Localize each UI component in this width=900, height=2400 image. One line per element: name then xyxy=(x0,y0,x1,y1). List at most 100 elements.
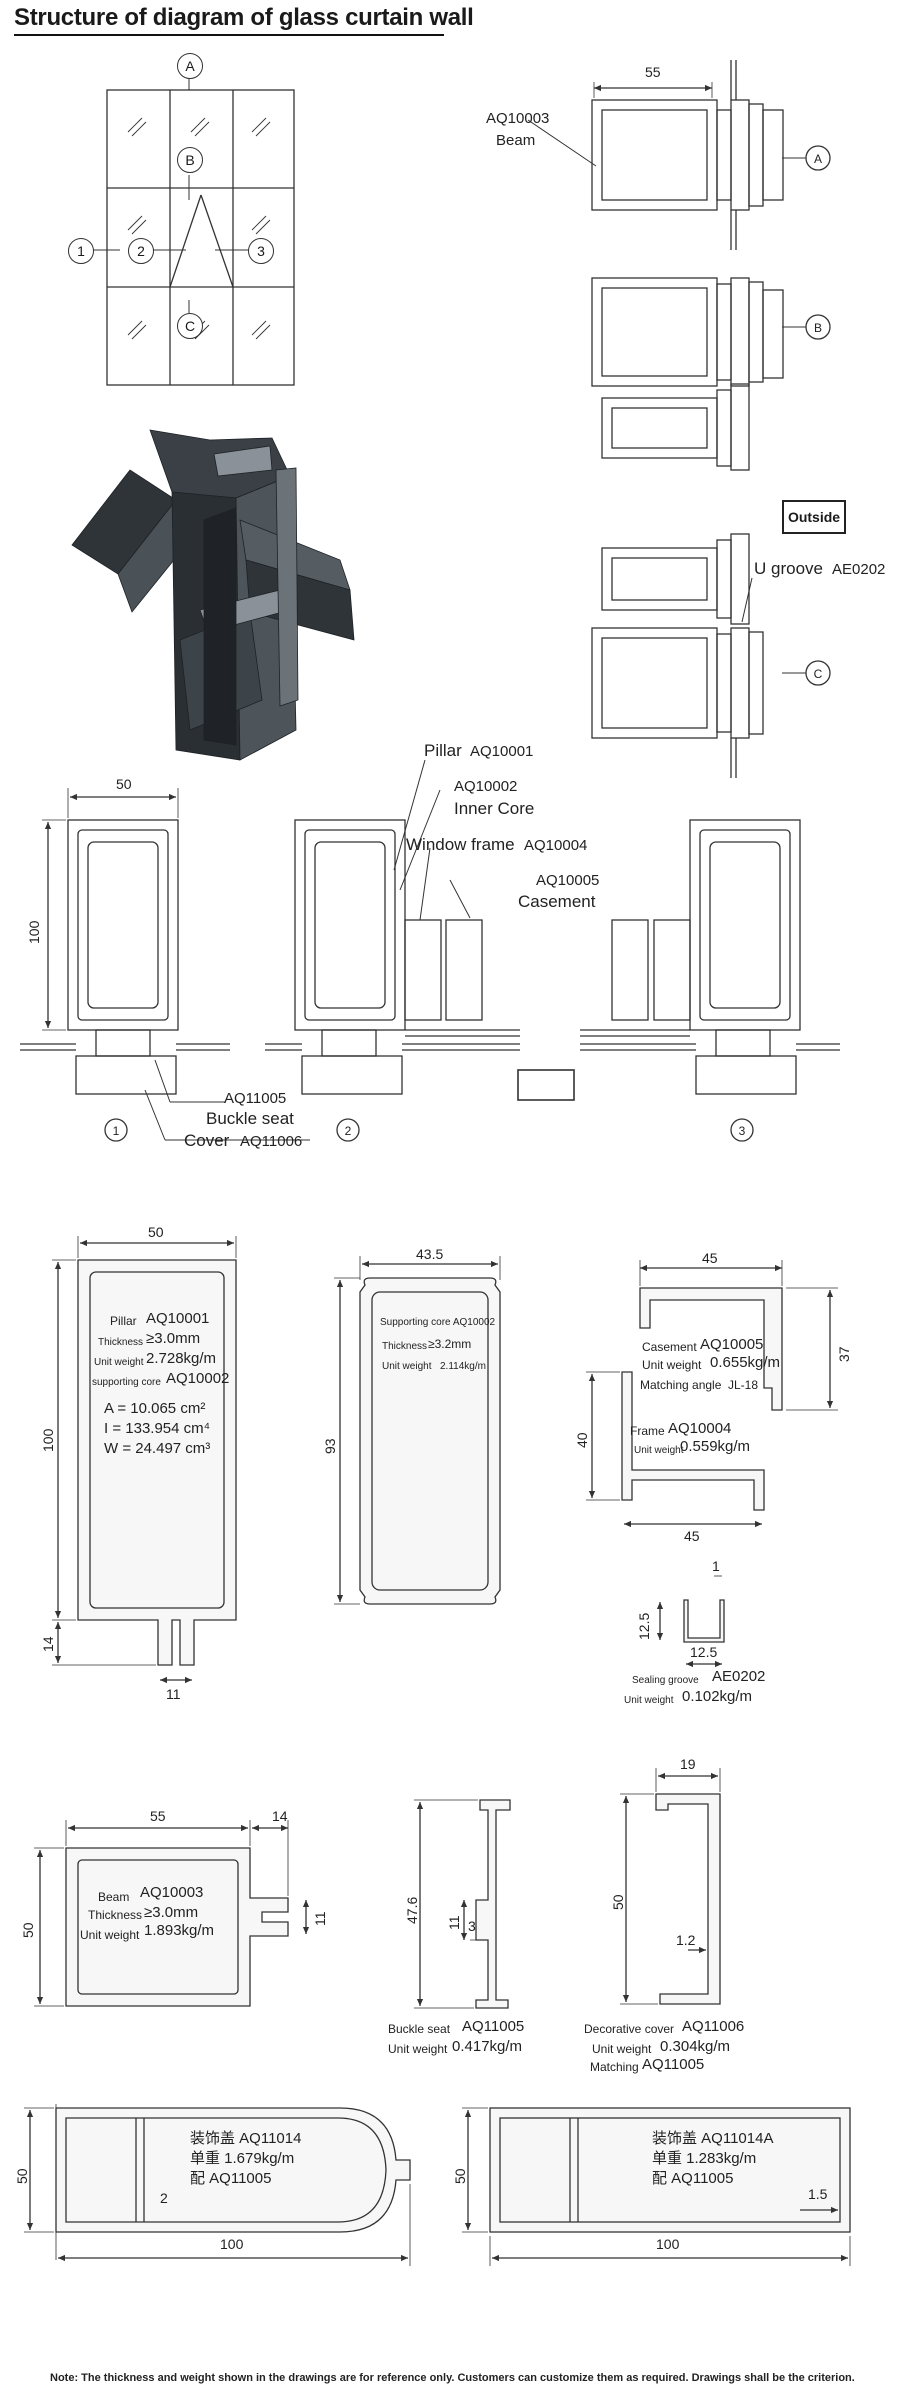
sealing-code: AE0202 xyxy=(712,1668,766,1685)
decorative-cover-profile xyxy=(620,1768,721,2005)
beam-profile-width-dim: 55 xyxy=(150,1808,166,1824)
title-underline xyxy=(14,34,444,36)
pillar-name-label: Pillar xyxy=(424,741,462,760)
inner-core-code-label: AQ10002 xyxy=(454,778,518,795)
pillar-code: AQ10001 xyxy=(146,1310,210,1327)
section-b xyxy=(591,277,831,471)
buckle-inner-dim: 11 xyxy=(446,1915,462,1930)
deco-code: AQ11006 xyxy=(682,2018,745,2035)
pillar-code-label: AQ10001 xyxy=(470,743,534,760)
elevation-grid xyxy=(93,68,295,386)
round-cover-match: 配 AQ11005 xyxy=(190,2170,272,2187)
pillar-tail-height-dim: 14 xyxy=(40,1636,56,1652)
flat-cover-width-dim: 100 xyxy=(656,2236,680,2252)
deco-matching-label: Matching xyxy=(590,2060,639,2074)
plan-height-dim: 100 xyxy=(26,920,42,944)
sealing-name: Sealing groove xyxy=(632,1675,699,1686)
beam-width-dim: 55 xyxy=(645,64,661,80)
round-cover-wall-dim: 2 xyxy=(160,2190,168,2206)
pillar-name: Pillar xyxy=(110,1314,137,1328)
core-weight-label: Unit weight xyxy=(382,1361,432,1372)
core-height-dim: 93 xyxy=(322,1438,338,1454)
casement-code: AQ10005 xyxy=(700,1336,764,1353)
pillar-thickness: ≥3.0mm xyxy=(146,1330,201,1347)
round-cover-name: 装饰盖 AQ11014 xyxy=(190,2130,302,2147)
core-profile xyxy=(334,1256,501,1605)
beam-tail-height-dim: 11 xyxy=(312,1911,328,1926)
deco-width-dim: 19 xyxy=(680,1756,696,1772)
casement-matching-label: Matching angle xyxy=(640,1378,722,1392)
flat-cover-profile xyxy=(462,2107,851,2266)
casement-height-dim: 37 xyxy=(836,1346,852,1362)
buckle-code: AQ11005 xyxy=(462,2018,525,2035)
sealing-wall-dim: 1 xyxy=(712,1558,720,1574)
pillar-profile xyxy=(52,1236,237,1684)
section-marker-b: B xyxy=(813,321,822,335)
beam-thickness: ≥3.0mm xyxy=(144,1904,199,1921)
pillar-core-label: supporting core xyxy=(92,1377,161,1388)
marker-2: 2 xyxy=(128,238,154,264)
buckle-seat-profile xyxy=(414,1799,511,2009)
inner-core-name-label: Inner Core xyxy=(454,799,535,818)
flat-cover-height-dim: 50 xyxy=(452,2168,468,2184)
deco-weight-label: Unit weight xyxy=(592,2042,652,2056)
pillar-thickness-label: Thickness xyxy=(98,1337,144,1348)
plan-width-dim: 50 xyxy=(116,776,132,792)
core-thickness: ≥3.2mm xyxy=(428,1337,472,1351)
deco-matching-code: AQ11005 xyxy=(642,2056,705,2073)
beam-thickness-label: Thickness xyxy=(88,1908,143,1922)
outside-label: Outside xyxy=(782,500,846,534)
beam-profile xyxy=(34,1820,310,2007)
isometric-cross-render xyxy=(71,429,355,761)
flat-cover-wall-dim: 1.5 xyxy=(808,2186,828,2202)
section-a xyxy=(527,60,831,250)
pillar-width-dim: 50 xyxy=(148,1224,164,1240)
pillar-height-dim: 100 xyxy=(40,1428,56,1452)
marker-b: B xyxy=(177,147,203,173)
frame-name: Frame xyxy=(630,1424,665,1438)
beam-name: Beam xyxy=(98,1890,130,1904)
pillar-core-code: AQ10002 xyxy=(166,1370,230,1387)
cover-name-label: Cover xyxy=(184,1131,230,1150)
sealing-weight-label: Unit weight xyxy=(624,1695,674,1706)
flat-cover-weight: 单重 1.283kg/m xyxy=(652,2150,757,2167)
casement-code-label: AQ10005 xyxy=(536,872,600,889)
frame-code: AQ10004 xyxy=(668,1420,732,1437)
buckle-foot-dim: 3 xyxy=(468,1918,476,1934)
round-cover-weight: 单重 1.679kg/m xyxy=(190,2150,295,2167)
buckle-seat-name-label: Buckle seat xyxy=(206,1109,294,1128)
pillar-inertia: I = 133.954 cm⁴ xyxy=(104,1420,211,1437)
casement-weight: 0.655kg/m xyxy=(710,1354,781,1371)
sealing-height-dim: 12.5 xyxy=(636,1612,652,1640)
section-c xyxy=(591,533,831,778)
core-name: Supporting core AQ10002 xyxy=(380,1317,496,1328)
page-title: Structure of diagram of glass curtain wa… xyxy=(14,4,474,31)
sealing-groove-profile xyxy=(656,1575,725,1668)
plan-section xyxy=(20,759,840,1142)
deco-height-dim: 50 xyxy=(610,1894,626,1910)
buckle-height-dim: 47.6 xyxy=(404,1896,420,1924)
buckle-weight-label: Unit weight xyxy=(388,2042,448,2056)
round-cover-profile xyxy=(24,2104,411,2266)
core-weight: 2.114kg/m xyxy=(440,1361,486,1372)
round-cover-width-dim: 100 xyxy=(220,2236,244,2252)
sealing-weight: 0.102kg/m xyxy=(682,1688,753,1705)
frame-weight: 0.559kg/m xyxy=(680,1438,751,1455)
sealing-width-dim: 12.5 xyxy=(690,1644,718,1660)
casement-weight-label: Unit weight xyxy=(642,1358,702,1372)
casement-matching-code: JL-18 xyxy=(728,1378,759,1392)
frame-width-dim: 45 xyxy=(684,1528,700,1544)
marker-a: A xyxy=(177,53,203,79)
beam-weight-label: Unit weight xyxy=(80,1928,140,1942)
frame-weight-label: Unit weight xyxy=(634,1445,684,1456)
frame-profile xyxy=(586,1371,765,1528)
pillar-weight: 2.728kg/m xyxy=(146,1350,217,1367)
buckle-seat-code-label: AQ11005 xyxy=(224,1090,287,1107)
section-marker-c: C xyxy=(813,667,823,681)
marker-3: 3 xyxy=(248,238,274,264)
window-frame-name-label: Window frame xyxy=(406,835,515,854)
flat-cover-name: 装饰盖 AQ11014A xyxy=(652,2130,774,2147)
pillar-weight-label: Unit weight xyxy=(94,1357,144,1368)
